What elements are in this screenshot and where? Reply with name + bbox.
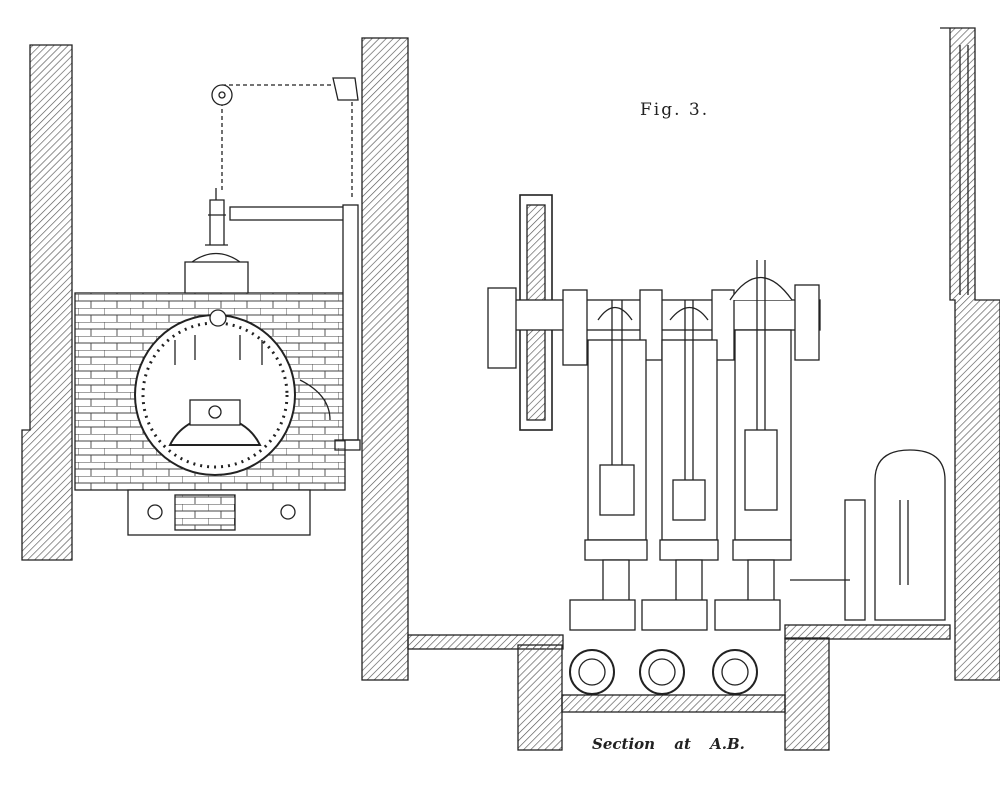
left-wall <box>21 44 73 561</box>
figure-title: Fig. 3. <box>640 100 710 120</box>
middle-wall <box>361 37 409 681</box>
pumping-engine <box>487 194 946 695</box>
floor-and-pit <box>407 624 951 751</box>
right-wall <box>940 27 1000 681</box>
boiler <box>74 77 361 536</box>
figure-caption: Section at A.B. <box>592 735 745 753</box>
